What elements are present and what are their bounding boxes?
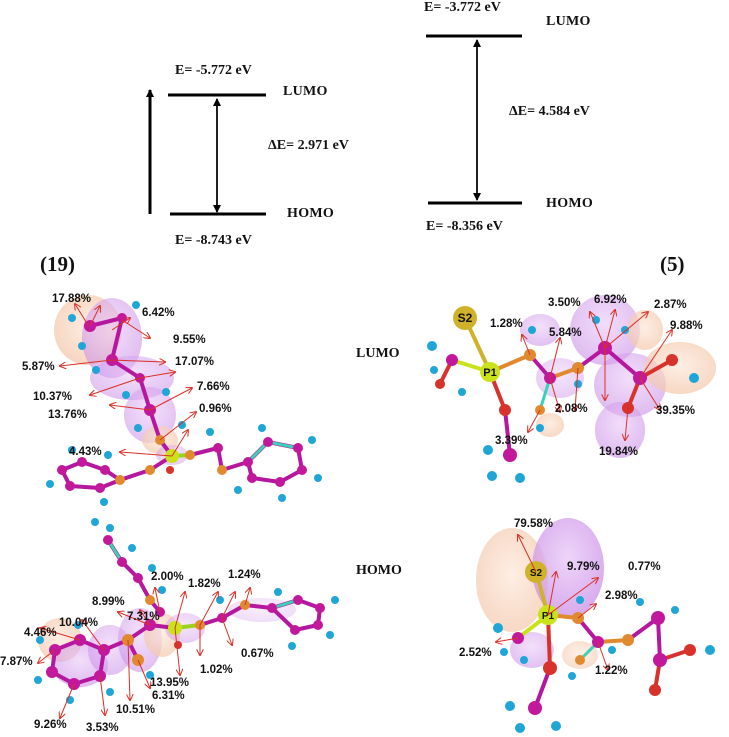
energy-diagram-19 [146, 89, 266, 216]
homo19-contribution: 8.99% [92, 596, 125, 608]
lumo19-contribution: 0.96% [199, 403, 232, 415]
lumo5-contribution: 39.35% [656, 405, 696, 417]
atom-label-s2-homo: S2 [530, 568, 543, 579]
homo5-contribution: 9.79% [567, 561, 600, 573]
homo19-contribution: 7.31% [127, 611, 160, 623]
lumo19-contribution: 17.07% [175, 356, 215, 368]
lumo-energy-5: E= -3.772 eV [424, 0, 501, 15]
row-label-lumo: LUMO [356, 346, 400, 361]
homo19-contribution: 9.26% [34, 719, 67, 731]
homo5-contribution: 2.52% [459, 647, 492, 659]
lumo5-contribution: 3.50% [548, 297, 581, 309]
lumo19-contribution: 6.42% [142, 307, 175, 319]
homo-label-5: HOMO [546, 196, 594, 211]
homo19-contribution: 6.31% [152, 690, 185, 702]
homo5-contribution: 2.98% [605, 590, 638, 602]
lumo5-contribution: 2.87% [654, 299, 687, 311]
homo-energy-5: E= -8.356 eV [426, 219, 503, 234]
homo19-contribution: 0.67% [241, 648, 274, 660]
homo-label-19: HOMO [287, 206, 335, 221]
homo-energy-19: E= -8.743 eV [175, 233, 252, 248]
homo19-contribution: 1.82% [188, 578, 221, 590]
lumo5-contribution: 9.88% [670, 320, 703, 332]
homo19-contribution: 7.87% [0, 656, 33, 668]
lumo5-contribution: 3.39% [495, 435, 528, 447]
lumo5-contribution: 19.84% [599, 446, 639, 458]
lumo19-contribution: 10.37% [33, 391, 73, 403]
molecule-5-homo: S2 P1 [476, 518, 715, 733]
homo19-contribution: 10.04% [59, 617, 99, 629]
gap-label-5: ΔE= 4.584 eV [509, 104, 590, 119]
molecule-19-homo [34, 518, 339, 718]
lumo19-contribution: 7.66% [197, 381, 230, 393]
lumo19-contribution: 17.88% [52, 293, 92, 305]
homo19-contribution: 3.53% [86, 722, 119, 734]
homo5-contribution: 0.77% [628, 561, 661, 573]
compound-id-19: (19) [40, 252, 75, 276]
lumo-label-19: LUMO [283, 84, 328, 99]
lumo5-contribution: 5.84% [549, 327, 582, 339]
lumo5-contribution: 6.92% [594, 294, 627, 306]
molecule-19-lumo [46, 295, 322, 506]
homo19-contribution: 13.95% [150, 677, 190, 689]
homo19-contribution: 10.51% [116, 704, 156, 716]
atom-label-s2: S2 [458, 311, 473, 325]
atom-label-p1: P1 [483, 367, 496, 379]
gap-label-19: ΔE= 2.971 eV [268, 138, 349, 153]
molecule-5-lumo: S2 P1 [427, 295, 716, 483]
homo19-contribution: 1.02% [200, 664, 233, 676]
lumo19-contribution: 13.76% [48, 409, 88, 421]
lumo19-contribution: 5.87% [22, 361, 55, 373]
homo19-contribution: 4.46% [24, 627, 57, 639]
compound-id-5: (5) [660, 252, 685, 276]
homo5-contribution: 79.58% [514, 518, 554, 530]
row-label-homo: HOMO [356, 563, 402, 578]
homo5-contribution: 1.22% [595, 665, 628, 677]
energy-diagram-5 [426, 34, 522, 205]
homo19-contribution: 1.24% [228, 569, 261, 581]
lumo-energy-19: E= -5.772 eV [175, 63, 252, 78]
atom-label-p1-homo: P1 [542, 611, 555, 622]
lumo5-contribution: 2.08% [555, 403, 588, 415]
lumo-label-5: LUMO [546, 14, 591, 29]
homo19-contribution: 2.00% [151, 571, 184, 583]
lumo19-contribution: 4.43% [69, 446, 102, 458]
lumo5-contribution: 1.28% [490, 318, 523, 330]
lumo19-contribution: 9.55% [173, 334, 206, 346]
